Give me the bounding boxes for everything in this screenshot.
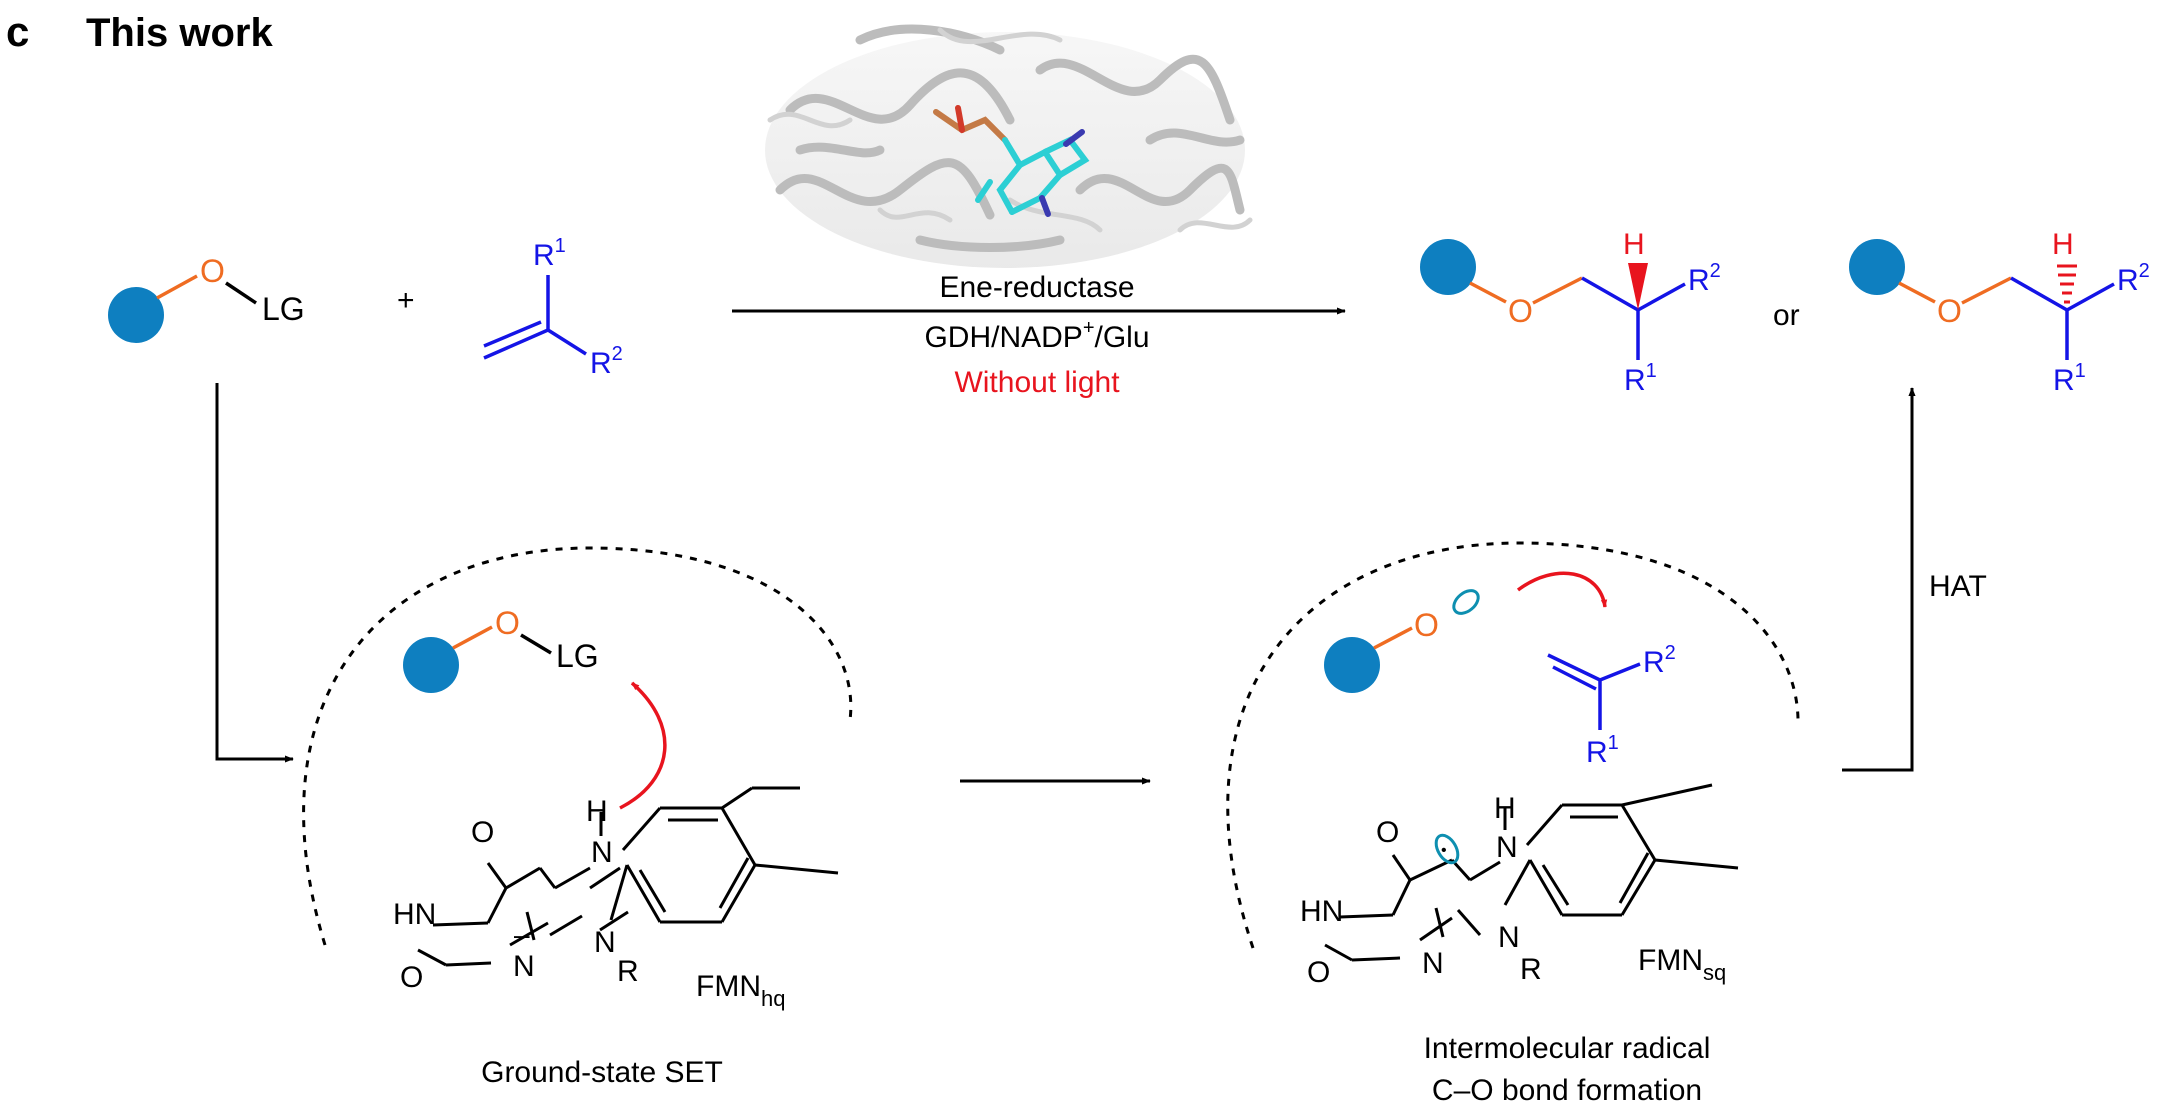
product-oxygen: O [1508,293,1533,329]
svg-text:N: N [1498,921,1520,954]
oxygen-radical: O [1324,589,1480,693]
product-oxygen: O [1937,293,1962,329]
product-wedge-isomer: O H R2 R1 [1420,228,1721,397]
fmn-sq-label: FMNsq [1638,944,1726,985]
svg-text:H: H [1494,792,1516,825]
svg-text:N: N [1496,831,1518,864]
right-cycle-caption-line1: Intermolecular radical [1424,1032,1711,1065]
svg-text:N: N [1422,947,1444,980]
curved-arrow-icon [1516,571,1608,608]
fmn-sq-atoms: • H N O HN O N N R [1300,792,1542,989]
substituent-ball-icon [1849,239,1905,295]
enzyme-pocket-arc [302,546,853,946]
bound-substrate: O LG [403,605,599,693]
stereo-wedge [1628,263,1648,310]
bound-alkene [1547,653,1641,730]
stereo-hash [2057,264,2077,304]
product-hydrogen: H [2052,228,2074,261]
product-r2: R2 [2117,260,2150,297]
substituent-ball-icon [403,637,459,693]
entry-arrow [215,383,294,763]
or-label: or [1773,299,1800,332]
plus-sign: + [397,284,415,317]
substituent-ball-icon [1324,637,1380,693]
hat-arrow [1842,387,1916,772]
fmn-hq-atoms: H N O HN O N – N R [393,795,639,994]
no-light-label: Without light [954,366,1120,399]
svg-text:–: – [514,919,530,950]
reactant-alkene [483,275,587,360]
bound-alkene-r2: R2 [1643,642,1676,679]
svg-text:•: • [1441,842,1447,859]
product-hydrogen: H [1623,228,1645,261]
svg-text:N: N [591,836,613,869]
cofactor-label: GDH/NADP+/Glu [924,317,1149,354]
svg-text:H: H [586,795,608,828]
svg-text:R: R [1520,953,1542,986]
radical-orbital-icon [1452,589,1480,615]
bound-leaving-group: LG [556,638,599,674]
svg-text:HN: HN [393,898,436,931]
left-cycle-caption: Ground-state SET [481,1056,723,1089]
enzyme-label: Ene-reductase [939,271,1134,304]
fmn-hydroquinone-structure [417,786,839,967]
svg-text:N: N [594,926,616,959]
right-cycle-caption-line2: C–O bond formation [1432,1074,1702,1107]
curved-arrow-icon [619,681,667,810]
panel-letter: c [6,8,29,55]
radical-oxygen: O [1414,607,1439,643]
protein-structure-image [765,24,1253,268]
svg-text:O: O [471,816,494,849]
svg-text:O: O [400,961,423,994]
product-hash-isomer: O H R2 R1 [1849,228,2150,397]
radical-orbital-icon [1434,833,1460,865]
product-r1: R1 [1624,360,1657,397]
enzyme-pocket-arc [1226,541,1800,949]
svg-text:R: R [617,955,639,988]
leaving-group-label: LG [262,291,305,327]
fmn-hq-label: FMNhq [696,970,785,1011]
reactant-substrate: O LG [108,253,305,343]
product-r1: R1 [2053,360,2086,397]
substituent-ball-icon [108,287,164,343]
panel-title: This work [86,11,273,55]
product-r2: R2 [1688,260,1721,297]
fmn-semiquinone-structure [1324,783,1739,962]
svg-text:HN: HN [1300,895,1343,928]
substituent-ball-icon [1420,239,1476,295]
alkene-r2-label: R2 [590,343,623,380]
alkene-r1-label: R1 [533,235,566,272]
svg-text:O: O [1376,816,1399,849]
bound-alkene-r1: R1 [1586,732,1619,769]
svg-text:N: N [513,950,535,983]
svg-text:O: O [1307,956,1330,989]
substrate-oxygen: O [200,253,225,289]
bound-oxygen: O [495,605,520,641]
hat-label: HAT [1929,570,1987,603]
